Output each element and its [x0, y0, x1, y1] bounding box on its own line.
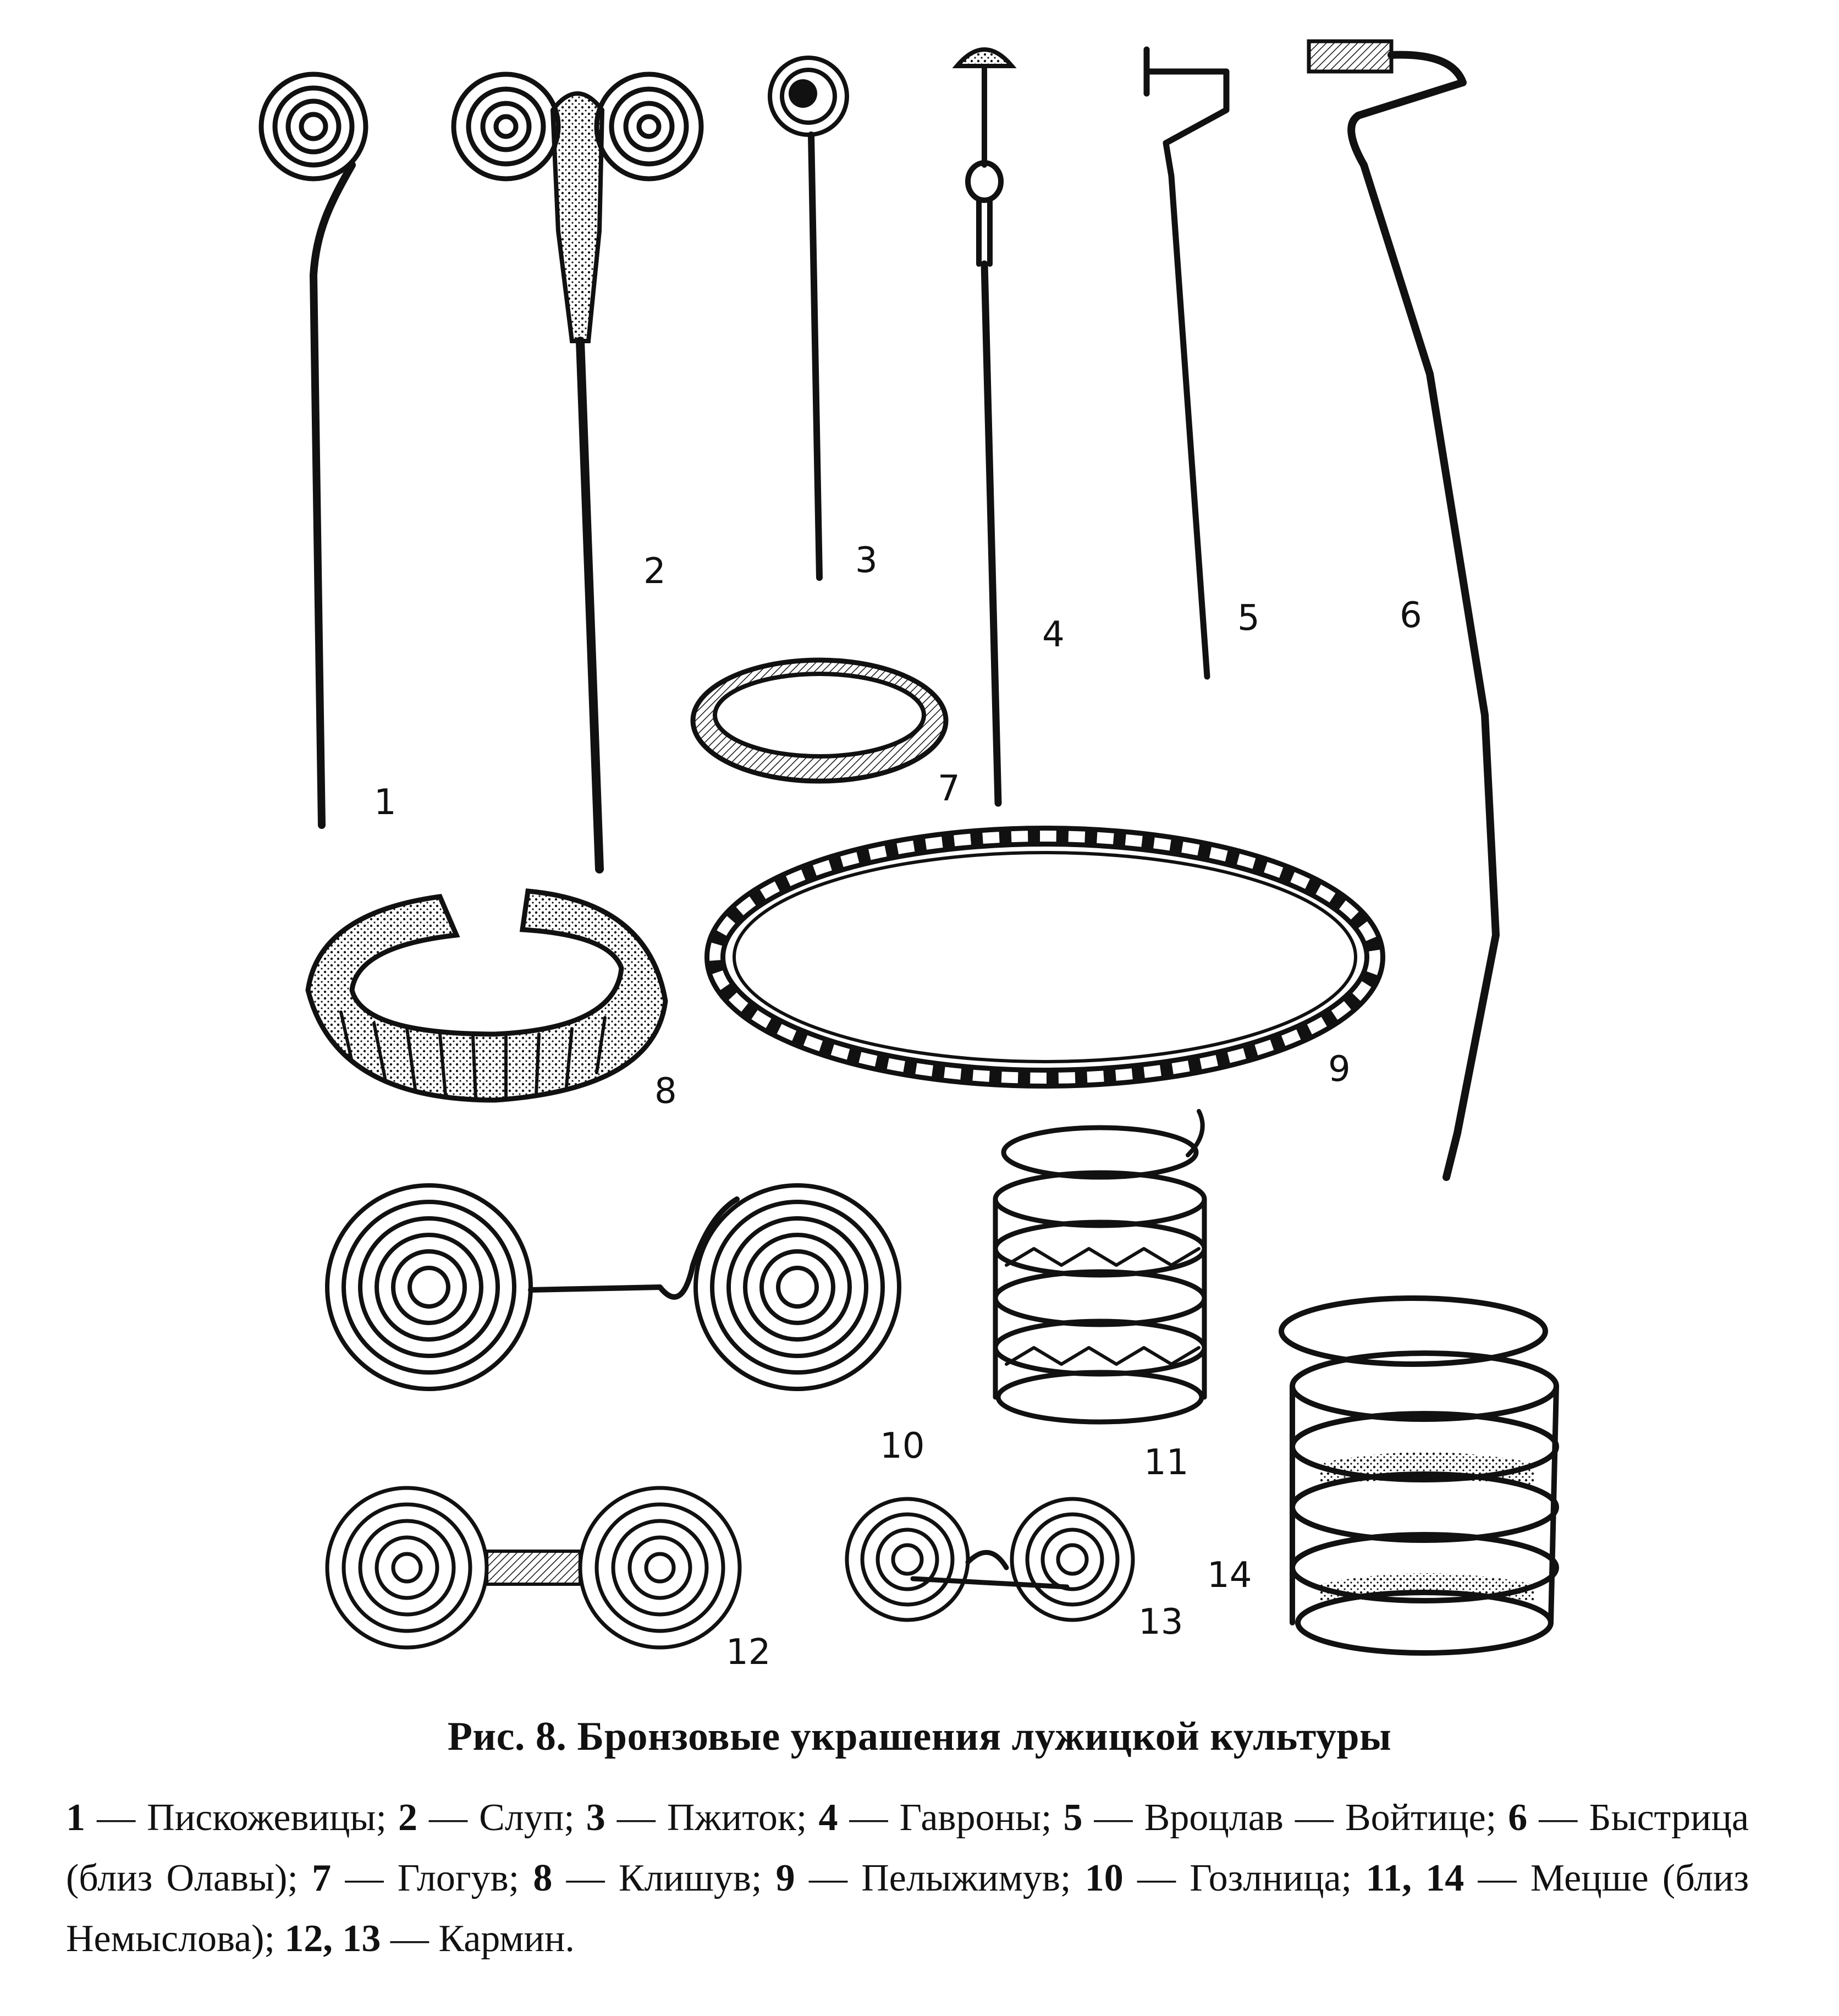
bracelet-8 — [305, 888, 668, 1103]
label-8: 8 — [654, 1071, 677, 1112]
pin-5 — [1143, 46, 1230, 680]
legend-entry: 3 — Пжиток; — [586, 1797, 807, 1839]
label-9: 9 — [1328, 1049, 1351, 1090]
label-1: 1 — [374, 782, 397, 823]
spiral-pendant-10 — [325, 1183, 901, 1391]
artifact-illustration: 1 2 3 4 5 6 7 8 9 10 11 12 13 14 — [258, 39, 1559, 1673]
label-4: 4 — [1042, 614, 1065, 655]
spiral-pendant-13 — [845, 1497, 1135, 1622]
label-2: 2 — [643, 551, 666, 592]
spiral-pendant-12 — [325, 1486, 742, 1650]
legend-entry: 11, 14 — Мецше (близ Немыслова); — [66, 1857, 1749, 1960]
pin-1 — [258, 72, 368, 829]
bracelet-7 — [690, 657, 949, 784]
label-6: 6 — [1400, 595, 1422, 636]
legend-entry: 2 — Слуп; — [398, 1797, 575, 1839]
label-7: 7 — [938, 768, 960, 809]
spiral-bracelet-14 — [1279, 1295, 1559, 1656]
label-5: 5 — [1237, 598, 1260, 639]
torc-9 — [704, 826, 1385, 1089]
label-3: 3 — [855, 540, 878, 581]
label-11: 11 — [1144, 1442, 1188, 1483]
figure-legend: 1 — Пискожевицы; 2 — Слуп; 3 — Пжиток; 4… — [66, 1788, 1749, 1969]
label-13: 13 — [1138, 1602, 1183, 1643]
legend-entry: 4 — Гавроны; — [818, 1797, 1052, 1839]
pin-4 — [952, 47, 1017, 807]
legend-entry: 5 — Вроцлав — Войтице; — [1063, 1797, 1497, 1839]
legend-entry: 8 — Клишув; — [533, 1857, 762, 1899]
pin-6 — [1307, 39, 1500, 1181]
legend-entry: 7 — Глогув; — [312, 1857, 520, 1899]
pin-3 — [768, 56, 849, 581]
legend-entry: 9 — Пелыжимув; — [775, 1857, 1071, 1899]
label-14: 14 — [1207, 1555, 1252, 1596]
legend-entry: 10 — Гозлница; — [1084, 1857, 1352, 1899]
spiral-bracelet-11 — [993, 1109, 1207, 1425]
pin-2 — [451, 72, 704, 874]
legend-entry: 6 — Быстрица (близ Олавы); — [66, 1797, 1749, 1899]
figure-title: Рис. 8. Бронзовые украшения лужицкой кул… — [447, 1714, 1392, 1759]
legend-entry: 12, 13 — Кармин. — [284, 1918, 575, 1960]
label-10: 10 — [880, 1426, 924, 1466]
label-12: 12 — [726, 1632, 770, 1673]
legend-entry: 1 — Пискожевицы; — [66, 1797, 387, 1839]
